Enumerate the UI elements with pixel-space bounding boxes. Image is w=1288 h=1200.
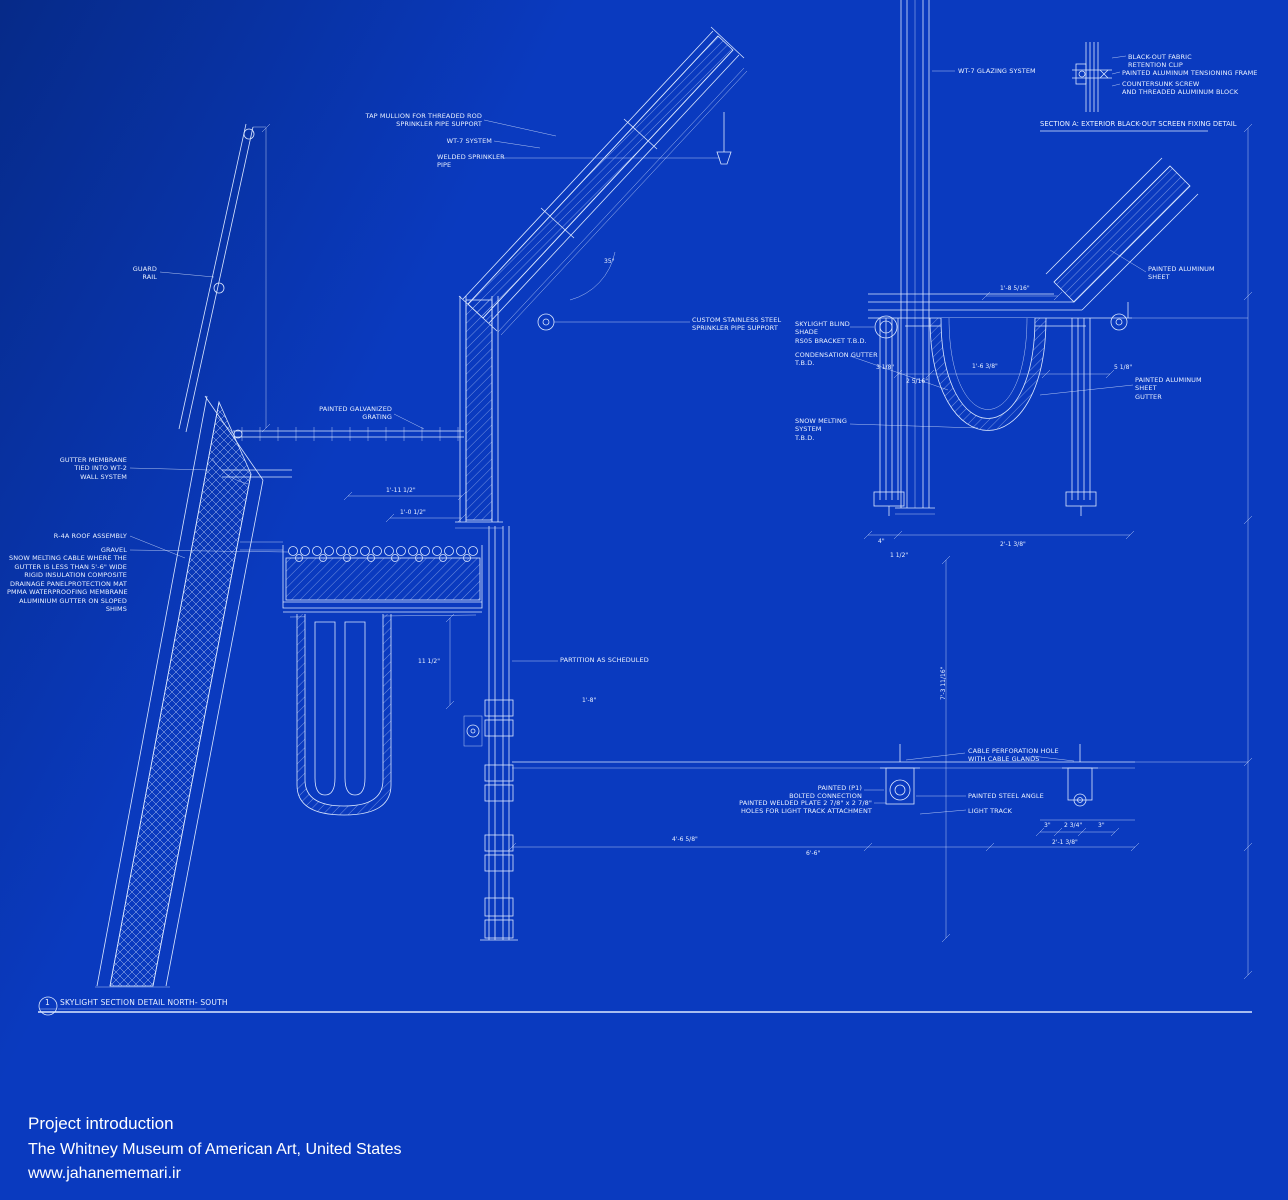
gravel-gutter [282,545,483,618]
blind-gutter [849,313,1128,431]
dim-3-b: 3" [1098,822,1105,829]
dimension-lines [343,123,1253,980]
label-wt7-system: WT-7 SYSTEM [446,137,492,145]
dim-1-11-1-2: 1'-11 1/2" [386,487,416,494]
right-posts [873,318,1097,516]
footer: Project introduction The Whitney Museum … [28,1114,402,1183]
label-painted-p1: PAINTED (P1)BOLTED CONNECTION [789,784,862,801]
dim-2-5-16: 2 5/16" [906,378,928,385]
section-a-detail [1040,42,1208,132]
drawing-title: SKYLIGHT SECTION DETAIL NORTH- SOUTH [60,998,228,1007]
ceiling-light-track [512,744,1135,821]
dim-2-3-4: 2 3/4" [1064,822,1083,829]
dim-1-8-5-16: 1'-8 5/16" [1000,285,1030,292]
dim-5-1-8: 5 1/8" [1114,364,1133,371]
label-steel-angle: PAINTED STEEL ANGLE [968,792,1044,800]
dim-1-1-2: 1 1/2" [890,552,909,559]
dim-7-3-11-16: 7'-3 11/16" [940,666,947,700]
label-wt7-glazing: WT-7 GLAZING SYSTEM [958,67,1036,75]
skylight-glazing [458,26,748,336]
dim-6-6: 6'-6" [806,850,821,857]
dim-1-0-1-2: 1'-0 1/2" [400,509,426,516]
dim-3-1-8: 3 1/8" [876,364,895,371]
guard-rail [159,123,271,433]
dim-3-a: 3" [1044,822,1051,829]
right-roof [868,157,1248,396]
footer-project-name: The Whitney Museum of American Art, Unit… [28,1141,402,1158]
grating [233,413,464,441]
dim-2-1-3-8-bot: 2'-1 3/8" [1052,839,1078,846]
dim-4: 4" [878,538,885,545]
dim-1-8: 1'-8" [582,697,597,704]
label-light-track: LIGHT TRACK [968,807,1012,815]
center-wall [455,296,503,529]
dim-angle: 35° [604,258,615,265]
section-a-title: SECTION A: EXTERIOR BLACK-OUT SCREEN FIX… [1040,120,1237,128]
dim-4-6-5-8: 4'-6 5/8" [672,836,698,843]
dim-2-1-3-8-top: 2'-1 3/8" [1000,541,1026,548]
footer-project-intro: Project introduction [28,1114,174,1133]
label-tensioning-frame: PAINTED ALUMINUM TENSIONING FRAME [1122,69,1258,77]
lower-column [296,614,392,816]
footer-website: www.jahanememari.ir [28,1165,181,1182]
label-welded-plate: PAINTED WELDED PLATE 2 7/8" x 2 7/8"HOLE… [739,799,872,816]
left-wall-assembly [95,395,292,988]
right-glazing [895,0,955,515]
detail-bubble-number: 1 [45,998,50,1007]
dim-11-1-2: 11 1/2" [418,658,440,665]
dim-1-6-3-8: 1'-6 3/8" [972,363,998,370]
title-block [38,996,1252,1016]
label-partition: PARTITION AS SCHEDULED [560,656,649,664]
label-r4a-roof-assembly: R-4A ROOF ASSEMBLY [53,532,127,540]
lower-mullion [463,526,558,941]
